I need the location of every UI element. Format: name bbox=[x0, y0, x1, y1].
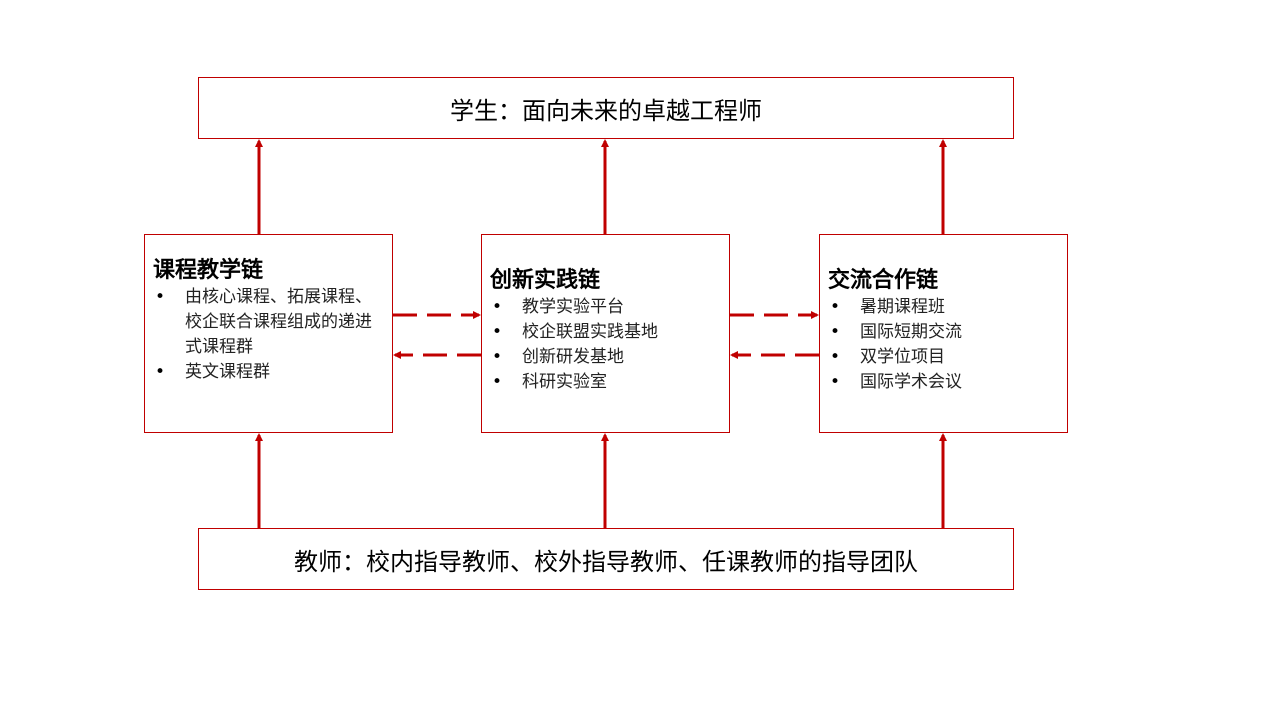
list-item: 英文课程群 bbox=[153, 360, 384, 385]
chain-item-list: 教学实验平台 校企联盟实践基地 创新研发基地 科研实验室 bbox=[490, 295, 721, 395]
students-box: 学生：面向未来的卓越工程师 bbox=[198, 77, 1014, 139]
list-item: 暑期课程班 bbox=[828, 295, 1059, 320]
chain-item-list: 由核心课程、拓展课程、校企联合课程组成的递进式课程群 英文课程群 bbox=[153, 285, 384, 385]
course-teaching-chain-box: 课程教学链 由核心课程、拓展课程、校企联合课程组成的递进式课程群 英文课程群 bbox=[144, 234, 393, 433]
list-item: 科研实验室 bbox=[490, 370, 721, 395]
innovation-practice-chain-box: 创新实践链 教学实验平台 校企联盟实践基地 创新研发基地 科研实验室 bbox=[481, 234, 730, 433]
teachers-box: 教师：校内指导教师、校外指导教师、任课教师的指导团队 bbox=[198, 528, 1014, 590]
list-item: 由核心课程、拓展课程、校企联合课程组成的递进式课程群 bbox=[153, 285, 384, 360]
list-item: 双学位项目 bbox=[828, 345, 1059, 370]
list-item: 校企联盟实践基地 bbox=[490, 320, 721, 345]
list-item: 国际学术会议 bbox=[828, 370, 1059, 395]
list-item: 教学实验平台 bbox=[490, 295, 721, 320]
exchange-cooperation-chain-box: 交流合作链 暑期课程班 国际短期交流 双学位项目 国际学术会议 bbox=[819, 234, 1068, 433]
teachers-text: 教师：校内指导教师、校外指导教师、任课教师的指导团队 bbox=[294, 547, 918, 576]
list-item: 创新研发基地 bbox=[490, 345, 721, 370]
chain-title: 交流合作链 bbox=[828, 268, 939, 293]
students-text: 学生：面向未来的卓越工程师 bbox=[450, 96, 762, 125]
chain-title: 创新实践链 bbox=[490, 268, 601, 293]
list-item: 国际短期交流 bbox=[828, 320, 1059, 345]
chain-title: 课程教学链 bbox=[153, 258, 264, 283]
chain-item-list: 暑期课程班 国际短期交流 双学位项目 国际学术会议 bbox=[828, 295, 1059, 395]
